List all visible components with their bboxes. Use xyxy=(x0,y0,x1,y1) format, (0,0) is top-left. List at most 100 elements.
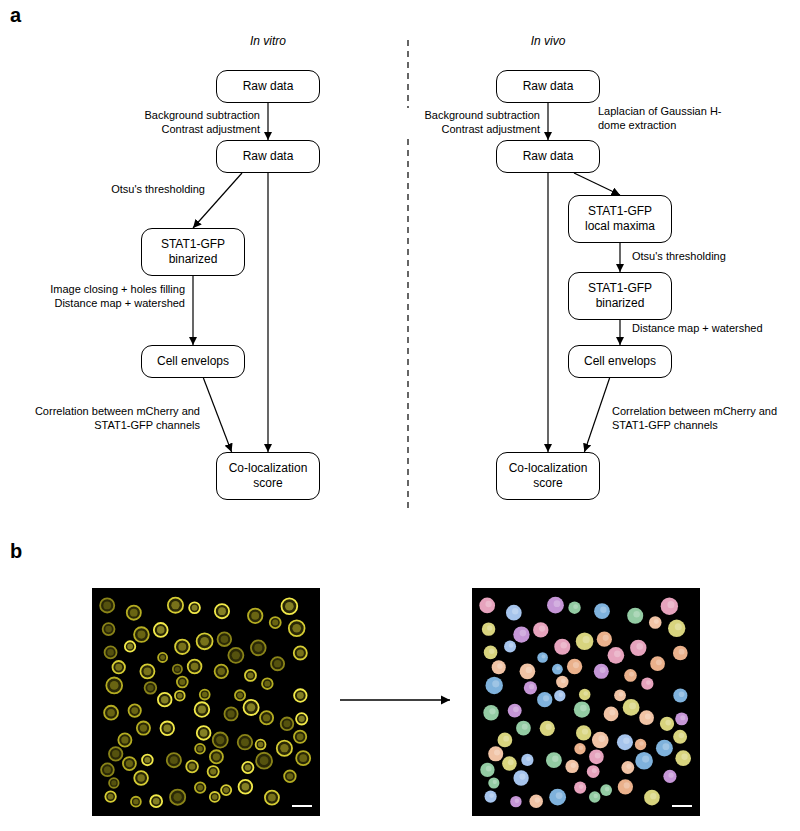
cell xyxy=(140,664,154,678)
cell-texture xyxy=(663,743,670,750)
column-heading: In vivo xyxy=(531,34,566,48)
cell xyxy=(213,733,228,748)
cell xyxy=(188,660,202,674)
cell-texture xyxy=(583,691,587,695)
cell xyxy=(145,682,157,694)
cell xyxy=(208,766,219,777)
cell xyxy=(245,670,256,681)
process-box: Raw data xyxy=(496,70,600,103)
step-label: Background subtraction Contrast adjustme… xyxy=(120,108,260,137)
cell xyxy=(271,657,284,670)
segmented-cell xyxy=(650,656,665,671)
cell xyxy=(197,633,213,649)
cell xyxy=(270,617,281,628)
box-text: Co-localization score xyxy=(503,461,593,491)
segmented-cell xyxy=(597,632,612,647)
segmented-cell xyxy=(600,784,612,796)
cell-texture xyxy=(512,608,518,614)
cell-texture xyxy=(503,736,509,742)
cell-texture xyxy=(579,746,583,750)
segmented-cell xyxy=(604,706,619,721)
cell-texture xyxy=(559,693,563,697)
cell-texture xyxy=(600,667,606,673)
segmented-cell xyxy=(574,701,590,717)
cell-nucleus xyxy=(133,799,138,804)
cell xyxy=(160,721,174,735)
cell-nucleus xyxy=(105,626,112,633)
segmented-cell xyxy=(549,789,566,806)
segmented-cell xyxy=(482,622,495,635)
cell-nucleus xyxy=(223,787,229,793)
cell xyxy=(168,598,183,613)
cell-nucleus xyxy=(245,764,251,770)
cell xyxy=(195,744,205,754)
cell-nucleus xyxy=(251,612,259,620)
column-heading: In vitro xyxy=(250,34,286,48)
scale-bar xyxy=(292,805,312,807)
cell xyxy=(210,792,220,802)
cell-texture xyxy=(497,663,503,669)
segmented-cell xyxy=(589,791,600,802)
segmented-cell xyxy=(661,598,678,615)
cell-texture xyxy=(645,713,651,719)
segmented-cell xyxy=(673,688,687,702)
cell xyxy=(173,665,182,674)
cell-nucleus xyxy=(202,692,207,697)
cell-nucleus xyxy=(285,602,294,611)
cell-nucleus xyxy=(170,756,178,764)
segmented-cell xyxy=(565,760,578,773)
cell xyxy=(142,755,153,766)
box-text: STAT1-GFP binarized xyxy=(575,281,665,311)
segmented-cell xyxy=(524,681,537,694)
cell-group xyxy=(479,597,691,808)
cell-texture xyxy=(679,649,685,655)
cell xyxy=(103,623,115,635)
cell xyxy=(131,797,141,807)
cell-texture xyxy=(680,715,685,720)
cell xyxy=(200,690,210,700)
segmented-cell xyxy=(546,752,562,768)
cell-texture xyxy=(573,662,579,668)
step-label: Distance map + watershed xyxy=(632,321,782,335)
segmented-cell xyxy=(510,796,521,807)
cell-nucleus xyxy=(191,663,199,671)
cell xyxy=(296,713,307,724)
segmented-cell xyxy=(529,794,543,808)
segmented-cell xyxy=(656,740,673,757)
cell-nucleus xyxy=(110,681,119,690)
segmented-cell xyxy=(513,770,528,785)
cell-texture xyxy=(526,667,532,673)
cell xyxy=(158,653,167,662)
cell-nucleus xyxy=(104,766,111,773)
cell xyxy=(118,733,131,746)
cell xyxy=(262,678,273,689)
segmented-cell xyxy=(673,730,687,744)
cell xyxy=(112,661,124,673)
segmented-cell xyxy=(504,640,516,652)
cell-texture xyxy=(489,793,494,798)
segmented-cell xyxy=(614,689,626,701)
segmented-cell xyxy=(484,646,498,660)
cell-texture xyxy=(579,784,584,789)
cell-texture xyxy=(642,756,649,763)
segmented-cell xyxy=(668,620,685,637)
scale-bar xyxy=(672,805,692,807)
cell-texture xyxy=(633,611,640,618)
cell-texture xyxy=(583,636,590,643)
segmented-cell xyxy=(483,705,498,720)
cell xyxy=(289,620,305,636)
cell-nucleus xyxy=(127,644,133,650)
cell xyxy=(195,782,206,793)
cell-nucleus xyxy=(212,794,217,799)
cell-nucleus xyxy=(227,710,234,717)
cell-texture xyxy=(624,782,630,788)
cell-texture xyxy=(494,749,500,755)
segmented-cell xyxy=(537,692,552,707)
cell xyxy=(104,706,118,720)
cell-texture xyxy=(522,724,528,730)
cell-nucleus xyxy=(147,685,153,691)
cell xyxy=(195,702,210,717)
segmented-cell xyxy=(635,752,653,770)
cell-texture xyxy=(489,708,495,714)
flow-arrow xyxy=(267,173,268,452)
